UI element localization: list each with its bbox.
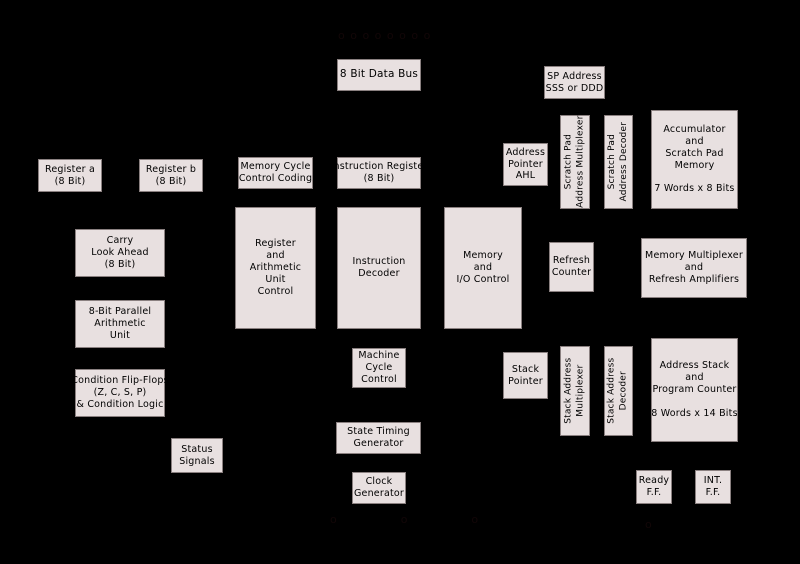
block-8-bit-data-bus[interactable]: 8 Bit Data Bus	[337, 59, 421, 91]
bottom-right-markers-label: o o	[645, 518, 674, 531]
block-memory-io-control[interactable]: Memory and I/O Control	[444, 207, 522, 329]
block-status-signals[interactable]: Status Signals	[171, 438, 223, 473]
block-register-arithmetic-unit-control-label: Register and Arithmetic Unit Control	[249, 238, 302, 297]
block-ready-flip-flop-label: Ready F.F.	[638, 475, 670, 498]
bottom-markers-label: o o o	[330, 513, 489, 526]
block-scratch-pad-address-multiplexer-label: Scratch Pad Address Multiplexer	[563, 115, 586, 209]
top-bus-markers-label: o o o o o o o o	[338, 29, 432, 42]
block-memory-io-control-label: Memory and I/O Control	[456, 250, 510, 285]
block-parallel-arithmetic-unit-label: 8-Bit Parallel Arithmetic Unit	[88, 306, 152, 341]
block-sp-address-label: SP Address SSS or DDD	[545, 70, 604, 94]
block-stack-address-decoder[interactable]: Stack Address Decoder	[604, 346, 633, 436]
block-machine-cycle-control-label: Machine Cycle Control	[358, 350, 400, 385]
block-address-pointer-ahl[interactable]: Address Pointer AHL	[503, 143, 548, 186]
block-condition-flip-flops[interactable]: Condition Flip-Flops (Z, C, S, P) & Cond…	[71, 369, 169, 417]
block-int-flip-flop-label: INT. F.F.	[703, 475, 723, 498]
block-register-a-label: Register a (8 Bit)	[45, 163, 95, 187]
block-clock-generator-label: Clock Generator	[353, 476, 405, 499]
block-address-stack-program-counter-label: Address Stack and Program Counter 8 Word…	[651, 360, 738, 419]
block-stack-address-multiplexer[interactable]: Stack Address Multiplexer	[560, 346, 590, 436]
block-stack-pointer[interactable]: Stack Pointer	[503, 352, 548, 399]
block-sp-address[interactable]: SP Address SSS or DDD	[544, 66, 605, 99]
block-carry-look-ahead[interactable]: Carry Look Ahead (8 Bit)	[75, 229, 165, 277]
block-condition-flip-flops-label: Condition Flip-Flops (Z, C, S, P) & Cond…	[71, 375, 169, 410]
block-address-stack-program-counter[interactable]: Address Stack and Program Counter 8 Word…	[651, 338, 738, 442]
block-instruction-register[interactable]: Instruction Register (8 Bit)	[331, 157, 427, 189]
block-scratch-pad-address-multiplexer[interactable]: Scratch Pad Address Multiplexer	[560, 115, 590, 209]
block-register-arithmetic-unit-control[interactable]: Register and Arithmetic Unit Control	[235, 207, 316, 329]
block-instruction-register-label: Instruction Register (8 Bit)	[330, 161, 428, 184]
block-register-b-label: Register b (8 Bit)	[145, 163, 197, 187]
block-int-flip-flop[interactable]: INT. F.F.	[695, 470, 731, 504]
block-refresh-counter-label: Refresh Counter	[551, 255, 592, 278]
block-status-signals-label: Status Signals	[179, 443, 215, 467]
block-8-bit-data-bus-label: 8 Bit Data Bus	[339, 68, 419, 81]
block-register-b[interactable]: Register b (8 Bit)	[139, 159, 203, 192]
block-state-timing-generator[interactable]: State Timing Generator	[336, 422, 421, 454]
block-stack-pointer-label: Stack Pointer	[508, 363, 543, 387]
block-ready-flip-flop[interactable]: Ready F.F.	[636, 470, 672, 504]
block-accumulator-scratch-pad-memory[interactable]: Accumulator and Scratch Pad Memory 7 Wor…	[651, 110, 738, 209]
block-instruction-decoder-label: Instruction Decoder	[352, 256, 406, 279]
block-stack-address-decoder-label: Stack Address Decoder	[606, 357, 629, 425]
block-memory-multiplexer-refresh-amplifiers[interactable]: Memory Multiplexer and Refresh Amplifier…	[641, 238, 747, 298]
block-parallel-arithmetic-unit[interactable]: 8-Bit Parallel Arithmetic Unit	[75, 300, 165, 348]
block-register-a[interactable]: Register a (8 Bit)	[38, 159, 102, 192]
block-stack-address-multiplexer-label: Stack Address Multiplexer	[563, 357, 586, 425]
block-carry-look-ahead-label: Carry Look Ahead (8 Bit)	[91, 235, 149, 270]
block-machine-cycle-control[interactable]: Machine Cycle Control	[352, 348, 406, 388]
block-instruction-decoder[interactable]: Instruction Decoder	[337, 207, 421, 329]
block-address-pointer-ahl-label: Address Pointer AHL	[505, 146, 546, 182]
block-memory-cycle-control-coding[interactable]: Memory Cycle Control Coding	[238, 157, 313, 189]
block-state-timing-generator-label: State Timing Generator	[347, 426, 410, 449]
block-scratch-pad-address-decoder-label: Scratch Pad Address Decoder	[606, 122, 629, 202]
block-clock-generator[interactable]: Clock Generator	[352, 472, 406, 504]
block-scratch-pad-address-decoder[interactable]: Scratch Pad Address Decoder	[604, 115, 633, 209]
block-accumulator-scratch-pad-memory-label: Accumulator and Scratch Pad Memory 7 Wor…	[654, 123, 735, 195]
block-memory-multiplexer-refresh-amplifiers-label: Memory Multiplexer and Refresh Amplifier…	[645, 250, 743, 285]
block-refresh-counter[interactable]: Refresh Counter	[549, 242, 594, 292]
block-memory-cycle-control-coding-label: Memory Cycle Control Coding	[238, 161, 313, 184]
